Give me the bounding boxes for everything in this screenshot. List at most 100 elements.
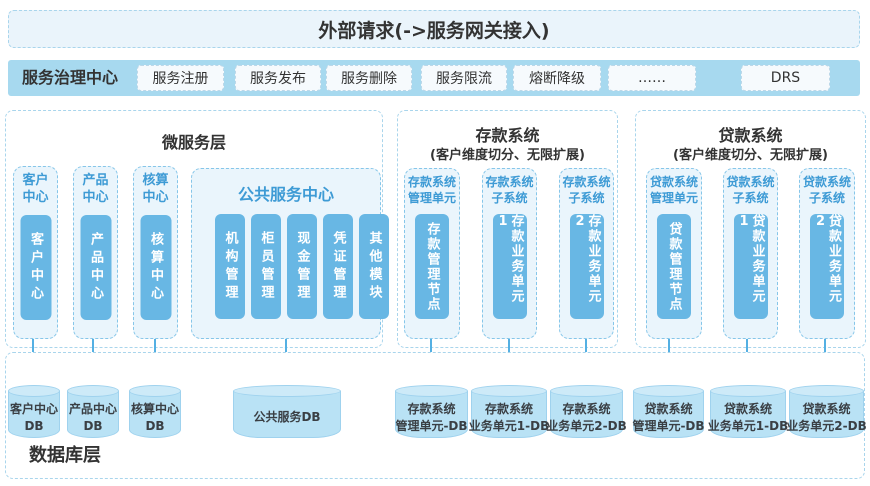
cylinder-top xyxy=(789,385,864,397)
module-voucher-management: 凭证管理 xyxy=(323,214,353,319)
cylinder-top xyxy=(633,385,704,397)
db-loan-mgmt: 贷款系统管理单元-DB xyxy=(632,385,705,438)
unit-header-line: 子系统 xyxy=(491,190,528,205)
service-node-product-center: 产品中心 xyxy=(80,215,111,320)
public-service-center-title: 公共服务中心 xyxy=(237,185,334,204)
more-services-button[interactable]: …… xyxy=(608,65,696,91)
service-delete-button[interactable]: 服务删除 xyxy=(326,65,412,91)
cylinder-body xyxy=(550,391,623,438)
db-label: 贷款系统管理单元-DB xyxy=(632,401,705,433)
db-label: 存款系统业务单元2-DB xyxy=(546,401,627,433)
unit-header-line: 客户 xyxy=(22,173,49,188)
service-throttle-button[interactable]: 服务限流 xyxy=(421,65,507,91)
unit-customer-center: 客户 中心 客户中心 xyxy=(13,166,58,339)
service-node-deposit-unit1: 存款业务单元1 xyxy=(492,214,527,319)
unit-header: 存款系统 子系统 xyxy=(560,175,613,206)
service-node-label: 客户中心 xyxy=(28,231,43,304)
panel-loan-title: 贷款系统 xyxy=(718,126,783,145)
panel-loan-system: 贷款系统 (客户维度切分、无限扩展) 贷款系统 管理单元 贷款管理节点 贷款系统… xyxy=(635,110,866,348)
service-node-label: 存款管理节点 xyxy=(424,221,440,312)
db-label: 存款系统管理单元-DB xyxy=(395,401,468,433)
db-loan-unit1: 贷款系统业务单元1-DB xyxy=(707,385,789,438)
service-node-deposit-mgmt: 存款管理节点 xyxy=(415,214,449,319)
unit-deposit-mgmt: 存款系统 管理单元 存款管理节点 xyxy=(404,168,460,339)
service-node-label: 产品中心 xyxy=(88,231,103,304)
external-request-title: 外部请求(->服务网关接入) xyxy=(318,19,550,42)
cylinder-top xyxy=(395,385,468,397)
cylinder-body xyxy=(8,391,60,438)
cylinder-top xyxy=(8,385,60,397)
service-governance-label: 服务治理中心 xyxy=(22,68,119,87)
panel-deposit-system: 存款系统 (客户维度切分、无限扩展) 存款系统 管理单元 存款管理节点 存款系统… xyxy=(397,110,618,348)
unit-header: 产品 中心 xyxy=(74,173,117,207)
db-label: 贷款系统业务单元1-DB xyxy=(707,401,789,433)
service-node-loan-unit2: 贷款业务单元2 xyxy=(810,214,844,319)
db-deposit-mgmt: 存款系统管理单元-DB xyxy=(395,385,468,438)
unit-header-line: 贷款系统 xyxy=(726,175,775,189)
service-node-label: 存款业务单元1 xyxy=(495,214,524,304)
unit-header: 贷款系统 子系统 xyxy=(800,175,854,206)
unit-loan-sub2: 贷款系统 子系统 贷款业务单元2 xyxy=(799,168,855,339)
service-node-accounting-center: 核算中心 xyxy=(140,215,171,320)
cylinder-body xyxy=(129,391,181,438)
unit-header-line: 中心 xyxy=(22,189,49,205)
module-label: 柜员管理 xyxy=(258,230,274,303)
unit-header-line: 子系统 xyxy=(808,190,845,205)
unit-header-line: 存款系统 xyxy=(407,175,456,189)
unit-header: 核算 中心 xyxy=(134,173,177,207)
module-teller-management: 柜员管理 xyxy=(251,214,281,319)
database-layer-label: 数据库层 xyxy=(29,445,101,466)
module-org-management: 机构管理 xyxy=(215,214,245,319)
cylinder-body xyxy=(471,391,547,438)
db-public-service: 公共服务DB xyxy=(233,385,341,438)
db-deposit-unit1: 存款系统业务单元1-DB xyxy=(468,385,550,438)
service-publish-button[interactable]: 服务发布 xyxy=(235,65,321,91)
cylinder-top xyxy=(550,385,623,397)
module-label: 其他模块 xyxy=(366,230,382,303)
unit-header: 存款系统 管理单元 xyxy=(405,175,459,206)
unit-header: 贷款系统 管理单元 xyxy=(647,175,701,206)
panel-deposit-title: 存款系统 xyxy=(475,126,540,145)
cylinder-top xyxy=(67,385,119,397)
cylinder-body xyxy=(633,391,704,438)
module-cash-management: 现金管理 xyxy=(287,214,317,319)
service-governance-bar: 服务治理中心 服务注册 服务发布 服务删除 服务限流 熔断降级 …… DRS xyxy=(8,60,860,96)
cylinder-top xyxy=(471,385,547,397)
panel-deposit-subtitle: (客户维度切分、无限扩展) xyxy=(430,148,585,163)
service-node-label: 核算中心 xyxy=(148,231,163,304)
db-loan-unit2: 贷款系统业务单元2-DB xyxy=(786,385,867,438)
db-label: 存款系统业务单元1-DB xyxy=(468,401,550,433)
public-service-center-group: 公共服务中心 机构管理 柜员管理 现金管理 凭证管理 其他模块 xyxy=(191,168,389,339)
db-deposit-unit2: 存款系统业务单元2-DB xyxy=(546,385,627,438)
unit-header: 客户 中心 xyxy=(14,173,57,207)
service-node-label: 贷款管理节点 xyxy=(666,221,682,312)
panel-microservices: 微服务层 客户 中心 客户中心 产品 中心 产品中心 核算 中心 xyxy=(5,110,389,348)
module-label: 机构管理 xyxy=(222,230,238,303)
service-node-label: 贷款业务单元2 xyxy=(813,214,841,304)
unit-header-line: 存款系统 xyxy=(485,175,534,189)
service-node-label: 贷款业务单元1 xyxy=(736,214,765,304)
unit-header-line: 中心 xyxy=(82,189,109,205)
unit-deposit-sub2: 存款系统 子系统 存款业务单元2 xyxy=(559,168,614,339)
unit-loan-mgmt: 贷款系统 管理单元 贷款管理节点 xyxy=(646,168,702,339)
drs-button[interactable]: DRS xyxy=(741,65,830,91)
cylinder-body xyxy=(233,391,341,438)
cylinder-top xyxy=(233,385,341,397)
module-other: 其他模块 xyxy=(359,214,389,319)
service-register-button[interactable]: 服务注册 xyxy=(137,65,224,91)
unit-header-line: 中心 xyxy=(142,189,169,205)
unit-header-line: 贷款系统 xyxy=(802,175,851,189)
db-label: 公共服务DB xyxy=(253,410,321,425)
panel-loan-subtitle: (客户维度切分、无限扩展) xyxy=(673,148,828,163)
db-label: 贷款系统业务单元2-DB xyxy=(786,401,867,433)
cylinder-top xyxy=(129,385,181,397)
service-node-label: 存款业务单元2 xyxy=(572,214,601,304)
unit-header-line: 存款系统 xyxy=(562,175,611,189)
circuit-break-button[interactable]: 熔断降级 xyxy=(513,65,601,91)
unit-header-line: 管理单元 xyxy=(407,190,456,205)
service-node-loan-mgmt: 贷款管理节点 xyxy=(657,214,691,319)
